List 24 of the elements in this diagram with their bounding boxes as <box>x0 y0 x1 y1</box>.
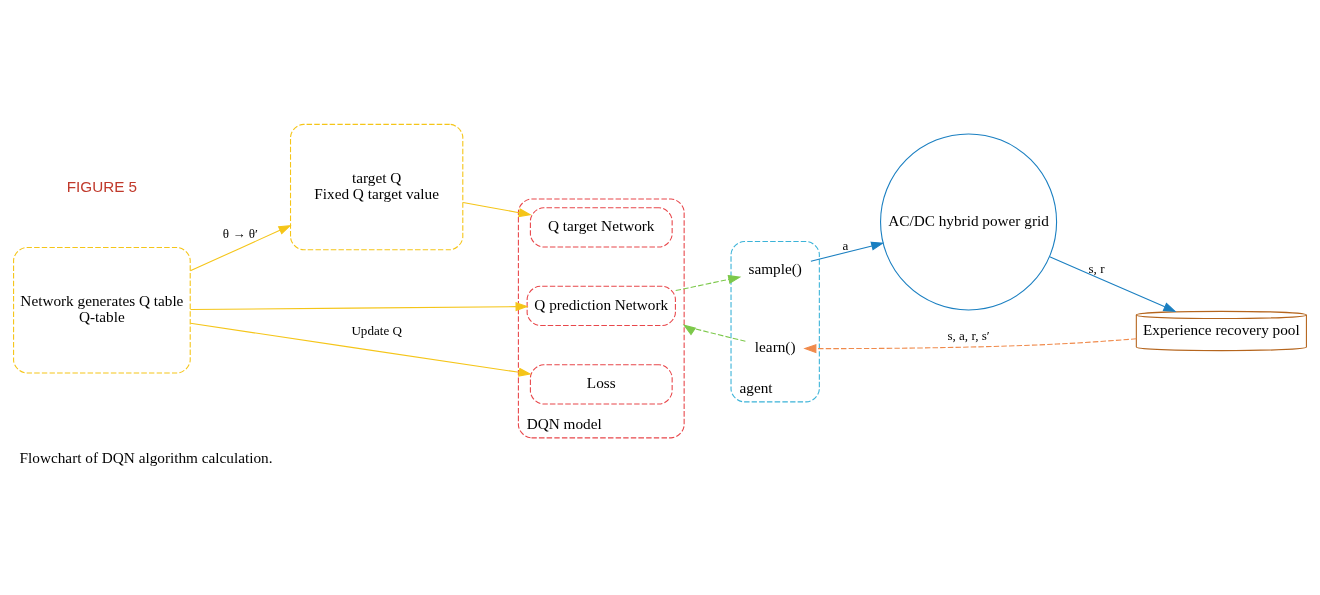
node-box: Q target Network <box>529 206 673 248</box>
arrow <box>1049 255 1177 312</box>
arrow <box>682 323 746 342</box>
arrow <box>189 301 529 311</box>
arrow <box>810 241 885 262</box>
node-box: Network generates Q table Q-table <box>13 246 191 373</box>
node-text: learn() <box>754 337 796 355</box>
node-box: target Q Fixed Q target value <box>289 123 464 250</box>
node-text: sample() <box>748 259 802 277</box>
node-box: Loss <box>529 363 673 405</box>
arrow <box>675 274 742 291</box>
node-circle: AC/DC hybrid power grid <box>880 132 1058 310</box>
edge-label: s, r <box>1088 260 1105 276</box>
edge-label: a <box>842 237 849 253</box>
arrow <box>803 337 1137 353</box>
caption: Flowchart of DQN algorithm calculation. <box>19 448 273 466</box>
arrow <box>462 201 532 217</box>
edge-label: s, a, r, s′ <box>947 327 990 343</box>
arrow <box>189 322 532 377</box>
node-box: Q prediction Network <box>526 285 676 326</box>
arrow <box>189 224 292 271</box>
edge-label: θ → θ′ <box>222 225 258 241</box>
edge-label: Update Q <box>351 322 402 338</box>
label: FIGURE 5 <box>66 177 138 195</box>
